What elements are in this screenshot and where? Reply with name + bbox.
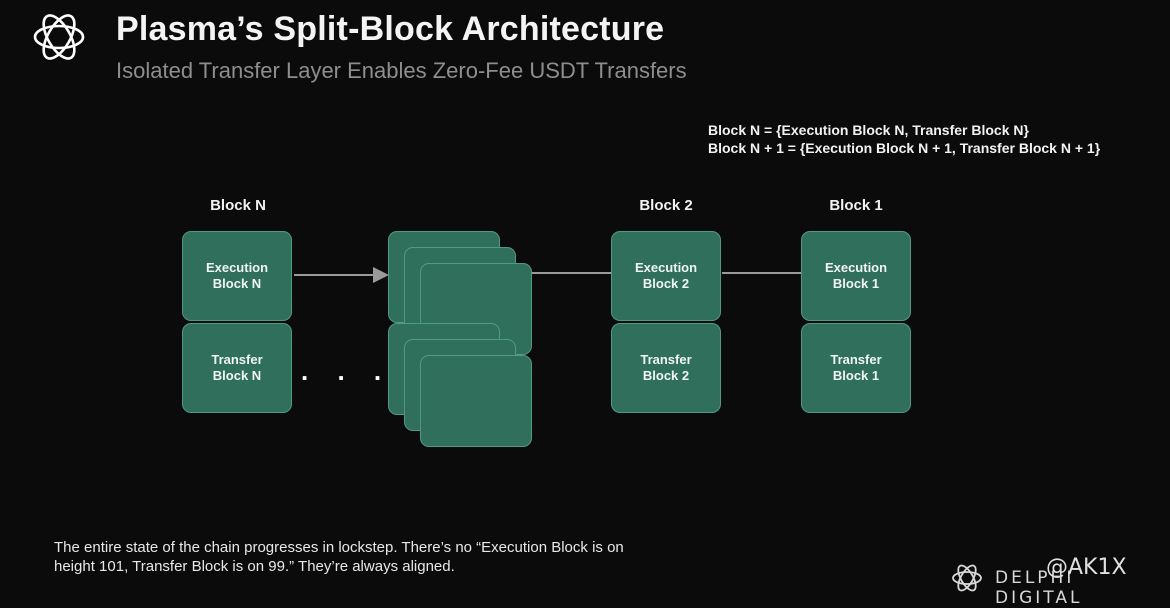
page-subtitle: Isolated Transfer Layer Enables Zero-Fee…: [116, 58, 687, 83]
block-formula: Block N = {Execution Block N, Transfer B…: [708, 121, 1100, 157]
page-title: Plasma’s Split-Block Architecture: [116, 10, 665, 48]
transfer-block-1: Transfer Block 1: [801, 323, 911, 413]
footnote: The entire state of the chain progresses…: [54, 539, 624, 575]
formula-line-2: Block N + 1 = {Execution Block N + 1, Tr…: [708, 140, 1101, 156]
watermark-handle: @AK1X: [1046, 555, 1127, 580]
plasma-logo-icon: [33, 14, 85, 60]
connector-arrows: [294, 265, 820, 283]
transfer-block-2: Transfer Block 2: [611, 323, 721, 413]
delphi-logo-icon: [952, 564, 982, 592]
formula-line-1: Block N = {Execution Block N, Transfer B…: [708, 122, 1029, 138]
execution-block-2: Execution Block 2: [611, 231, 721, 321]
transfer-block-n: Transfer Block N: [182, 323, 292, 413]
label-block-n: Block N: [210, 197, 266, 214]
label-block-1: Block 1: [829, 197, 883, 214]
execution-block-1: Execution Block 1: [801, 231, 911, 321]
stack-transfer-block: [420, 355, 532, 447]
label-block-2: Block 2: [639, 197, 693, 214]
execution-block-n: Execution Block N: [182, 231, 292, 321]
